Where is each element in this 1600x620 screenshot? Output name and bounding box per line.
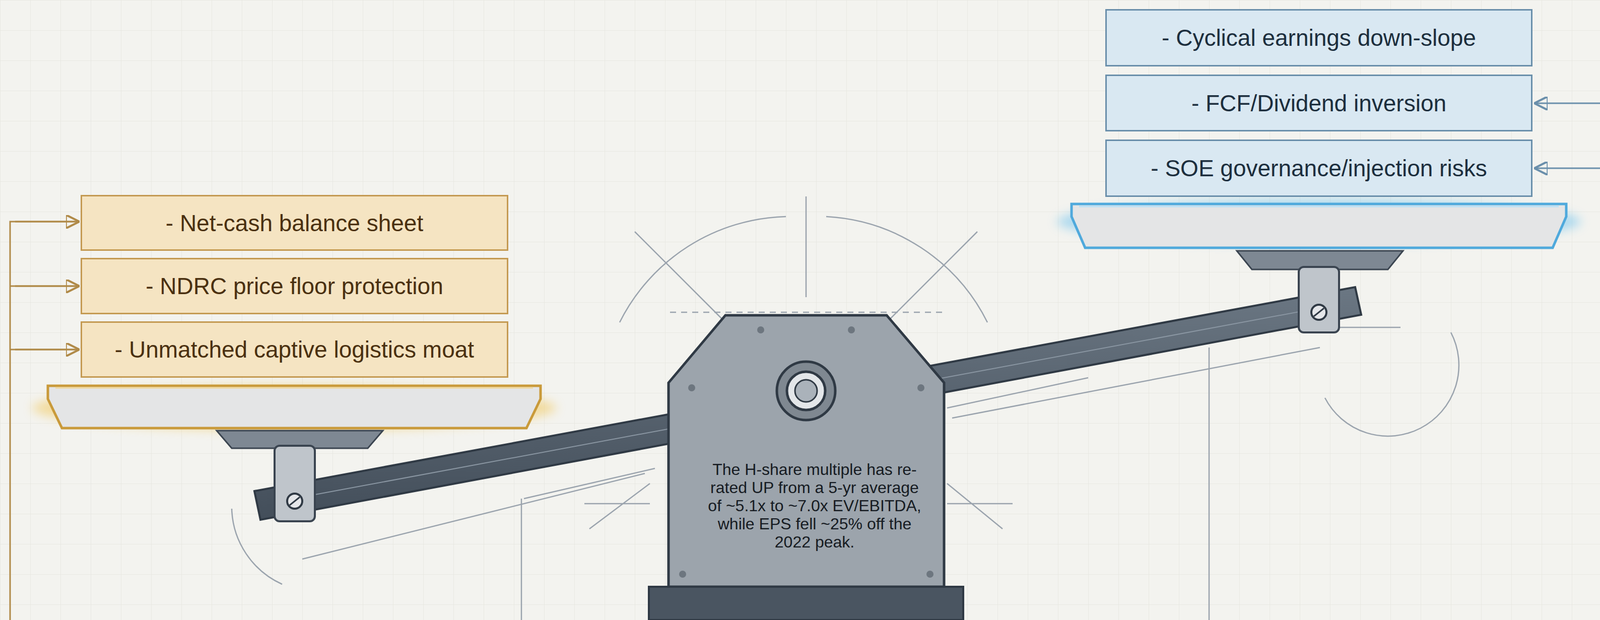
strength-box: - Net-cash balance sheet — [80, 194, 509, 251]
risk-box: - FCF/Dividend inversion — [1105, 74, 1533, 132]
risk-box: - Cyclical earnings down-slope — [1105, 9, 1533, 67]
node-text: - NDRC price floor protection — [145, 272, 444, 300]
node-text: The H-share multiple has re-rated UP fro… — [702, 460, 927, 552]
strength-box: - Unmatched captive logistics moat — [80, 321, 509, 378]
node-text: - Unmatched captive logistics moat — [114, 336, 475, 364]
node-text: - SOE governance/injection risks — [1150, 154, 1487, 182]
fulcrum-note: The H-share multiple has re-rated UP fro… — [691, 443, 939, 570]
node-text: - FCF/Dividend inversion — [1191, 89, 1447, 117]
strength-box: - NDRC price floor protection — [80, 257, 509, 315]
node-text: - Cyclical earnings down-slope — [1161, 24, 1477, 52]
risk-box: - SOE governance/injection risks — [1105, 139, 1533, 197]
node-text: - Net-cash balance sheet — [165, 209, 424, 237]
